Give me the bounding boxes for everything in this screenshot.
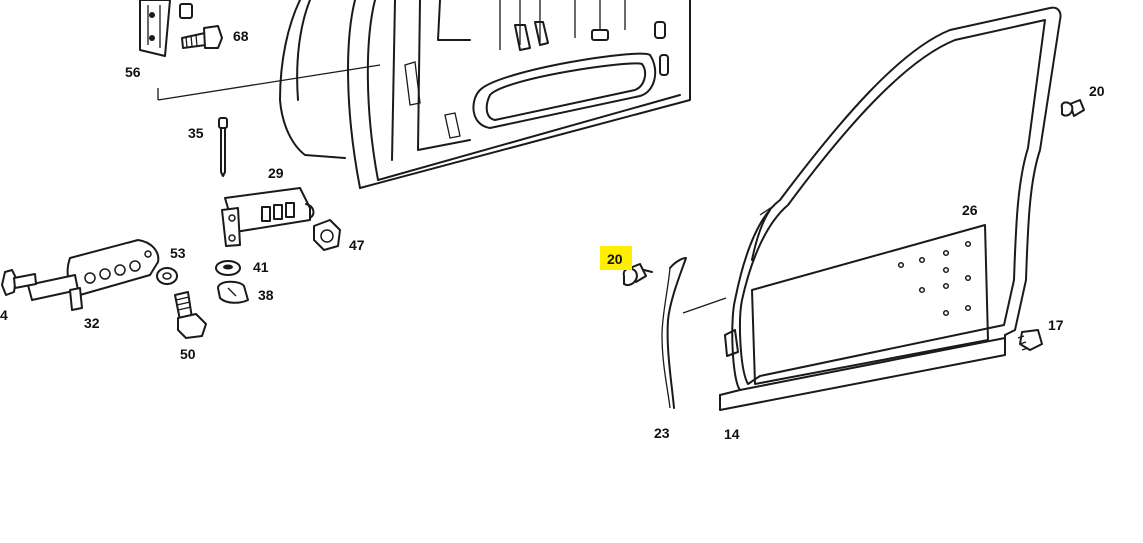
hinge-part-56 (139, 0, 171, 57)
label-35: 35 (188, 125, 204, 141)
label-14: 14 (724, 426, 740, 442)
label-23: 23 (654, 425, 670, 441)
leader-line-56 (157, 64, 381, 101)
label-highlight (600, 246, 632, 270)
washer-part-53 (156, 267, 178, 285)
washer-part-41 (215, 260, 241, 276)
clip-part-17 (1017, 329, 1043, 351)
label-20-highlighted: 20 (607, 251, 623, 267)
label-56: 56 (125, 64, 141, 80)
label-47: 47 (349, 237, 365, 253)
leader-line-23 (682, 297, 727, 314)
label-4: 4 (0, 307, 8, 323)
seal-strip-part-23 (661, 257, 687, 409)
label-41: 41 (253, 259, 269, 275)
label-29: 29 (268, 165, 284, 181)
label-32: 32 (84, 315, 100, 331)
bracket-part-29 (221, 187, 315, 247)
label-38: 38 (258, 287, 274, 303)
weatherstrip-part-14 (719, 6, 1062, 411)
label-20-right: 20 (1089, 83, 1105, 99)
nut-part-47 (313, 219, 341, 251)
clip-part-20-right (1060, 99, 1085, 117)
bolt-part-50 (174, 291, 207, 339)
check-strap-part-32 (1, 239, 160, 311)
bolt-part-68 (179, 3, 223, 49)
label-68: 68 (233, 28, 249, 44)
pin-part-35 (218, 117, 228, 177)
clip-part-20-center (622, 263, 653, 286)
label-26: 26 (962, 202, 978, 218)
label-53: 53 (170, 245, 186, 261)
panel-part-26 (751, 224, 989, 385)
label-17: 17 (1048, 317, 1064, 333)
clip-part-38 (217, 280, 249, 304)
label-50: 50 (180, 346, 196, 362)
door-shell (279, 0, 691, 189)
